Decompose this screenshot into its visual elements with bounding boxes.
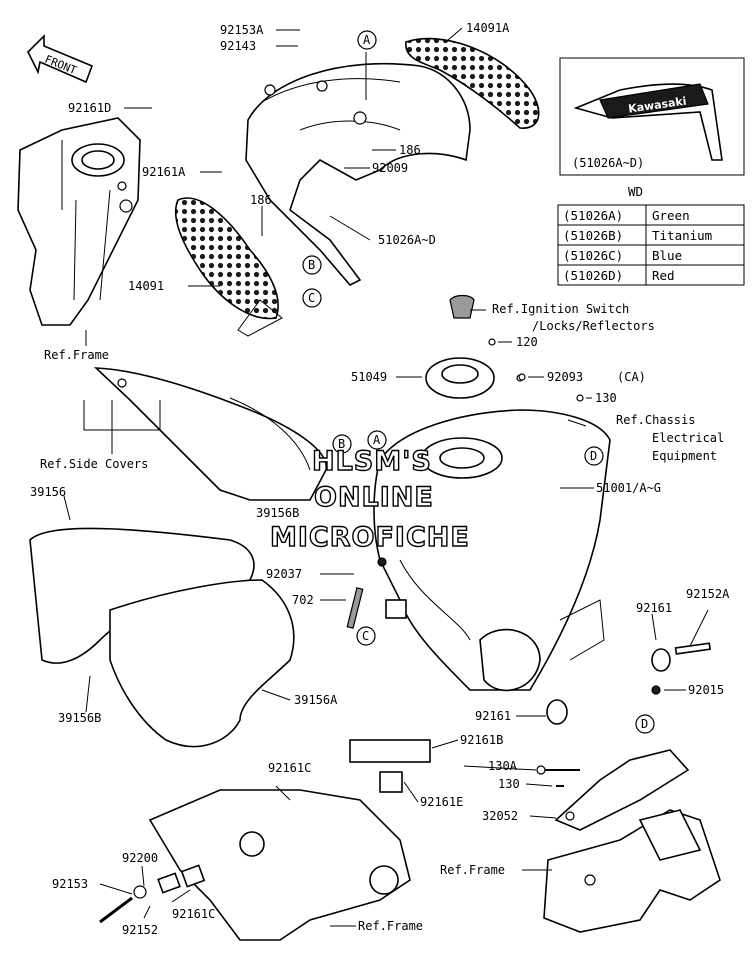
- heat-shield-39156A: [109, 579, 295, 748]
- callout-letter: A: [363, 33, 371, 47]
- part-label: 186: [399, 143, 421, 157]
- panel-14091A: [405, 37, 540, 129]
- part-label: 51001/A~G: [596, 481, 661, 495]
- part-label: 92093: [547, 370, 583, 384]
- table-code: (51026D): [563, 268, 623, 283]
- rear-bracket-32052: [554, 749, 690, 831]
- leader-lines: [63, 27, 709, 927]
- part-label: 14091A: [466, 21, 510, 35]
- part-label: 92200: [122, 851, 158, 865]
- callout-letter: B: [338, 437, 345, 451]
- part-label: 39156: [30, 485, 66, 499]
- callout-letter: D: [641, 717, 648, 731]
- part-label: 120: [516, 335, 538, 349]
- ref-label: Ref.Ignition Switch: [492, 302, 629, 316]
- callouts: A A B B C C D D: [302, 30, 655, 734]
- part-label: 51049: [351, 370, 387, 384]
- part-label: 92161: [636, 601, 672, 615]
- part-label: 14091: [128, 279, 164, 293]
- callout-letter: C: [362, 629, 369, 643]
- part-label: 92161C: [268, 761, 311, 775]
- part-label: 92153A: [220, 23, 264, 37]
- part-label: 92161E: [420, 795, 463, 809]
- part-label: 32052: [482, 809, 518, 823]
- color-table-title: WD: [628, 184, 643, 199]
- table-color: Titanium: [652, 228, 712, 243]
- part-label: 92037: [266, 567, 302, 581]
- part-label: 92161B: [460, 733, 503, 747]
- table-code: (51026C): [563, 248, 623, 263]
- ref-label: Equipment: [652, 449, 717, 463]
- part-label: 39156B: [256, 506, 299, 520]
- part-label: 92161C: [172, 907, 215, 921]
- ref-label: Ref.Side Covers: [40, 457, 148, 471]
- part-label: 130: [595, 391, 617, 405]
- part-label: 92009: [372, 161, 408, 175]
- part-label: 186: [250, 193, 272, 207]
- watermark-line-1: HLSM'S: [312, 446, 432, 477]
- panel-14091: [174, 197, 283, 337]
- table-code: (51026B): [563, 228, 623, 243]
- rear-subframe: [543, 809, 721, 933]
- table-color: Green: [652, 208, 690, 223]
- part-label: 92153: [52, 877, 88, 891]
- watermark-line-2: ONLINE: [314, 482, 434, 513]
- part-label: 51026A~D: [378, 233, 436, 247]
- fuel-tank: [373, 409, 611, 692]
- inset-decal-box: Kawasaki (51026A~D): [559, 57, 745, 176]
- front-frame-lower: [99, 789, 411, 941]
- part-label: 130: [498, 777, 520, 791]
- ref-label: Electrical: [652, 431, 724, 445]
- part-label: 130A: [488, 759, 518, 773]
- front-arrow: FRONT: [27, 34, 94, 84]
- table-code: (51026A): [563, 208, 623, 223]
- part-label: 92152A: [686, 587, 730, 601]
- tank-cover: [245, 62, 471, 286]
- watermark: HLSM'S ONLINE MICROFICHE: [269, 445, 470, 553]
- callout-letter: A: [373, 433, 381, 447]
- part-label: 39156A: [294, 693, 338, 707]
- part-label: 92143: [220, 39, 256, 53]
- part-label: 92161: [475, 709, 511, 723]
- watermark-line-3: MICROFICHE: [270, 522, 470, 553]
- part-label: 92161D: [68, 101, 111, 115]
- part-label: 92015: [688, 683, 724, 697]
- part-label: 92152: [122, 923, 158, 937]
- table-color: Blue: [652, 248, 682, 263]
- side-cover: [93, 367, 327, 501]
- ref-label: Ref.Frame: [440, 863, 505, 877]
- callout-letter: B: [308, 258, 315, 272]
- inset-caption: (51026A~D): [572, 156, 644, 170]
- ref-label: /Locks/Reflectors: [532, 319, 655, 333]
- part-label: 702: [292, 593, 314, 607]
- ref-label: Ref.Frame: [44, 348, 109, 362]
- ref-label: Ref.Chassis: [616, 413, 695, 427]
- callout-letter: C: [308, 291, 315, 305]
- part-label: (CA): [617, 370, 646, 384]
- part-labels: 92153A 92143 14091A 92161D 186 92161A 92…: [30, 21, 730, 937]
- frame-front-section: [17, 117, 141, 326]
- part-label: 39156B: [58, 711, 101, 725]
- ref-label: Ref.Frame: [358, 919, 423, 933]
- part-label: 92161A: [142, 165, 186, 179]
- color-table: WD (51026A) Green (51026B) Titanium (510…: [557, 184, 745, 286]
- table-color: Red: [652, 268, 675, 283]
- callout-letter: D: [590, 449, 597, 463]
